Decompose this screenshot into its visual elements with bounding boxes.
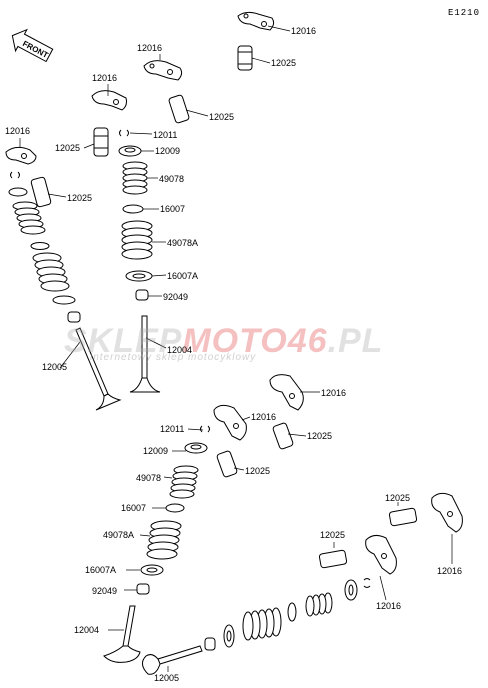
spring-seat-icon — [140, 564, 164, 576]
part-label: 49078 — [136, 473, 162, 483]
watermark-part: SKLEP — [64, 322, 183, 360]
part-label: 12025 — [55, 143, 81, 153]
part-label: 12009 — [155, 146, 181, 156]
part-label: 12016 — [251, 412, 277, 422]
valve-stem-seal-icon — [136, 583, 150, 595]
part-label: 49078A — [103, 530, 135, 540]
spring-seat-icon — [287, 602, 297, 622]
rocker-arm-icon — [143, 60, 183, 81]
part-label: 16007A — [167, 271, 199, 281]
part-label: 12016 — [321, 388, 347, 398]
valve-icon — [103, 605, 141, 663]
part-label: 12016 — [376, 601, 402, 611]
valve-spring-outer-icon — [122, 161, 148, 195]
part-label: 12004 — [74, 625, 100, 635]
tappet-icon — [168, 94, 190, 124]
valve-keeper-icon — [119, 129, 129, 137]
spring-seat-icon — [122, 204, 144, 214]
spring-seat-icon — [125, 270, 153, 282]
part-label: 12025 — [67, 193, 93, 203]
part-label: 12025 — [209, 112, 235, 122]
part-label: 12011 — [153, 130, 178, 140]
front-arrow-icon: FRONT — [11, 28, 54, 63]
spring-retainer-icon — [184, 442, 208, 454]
tappet-icon — [388, 507, 418, 527]
valve-stem-seal-icon — [135, 289, 149, 301]
valve-spring-outer-icon — [305, 592, 333, 617]
part-label: 12025 — [307, 431, 333, 441]
valve-spring-inner-icon — [121, 220, 153, 260]
part-label: 12025 — [320, 530, 346, 540]
part-label: 16007A — [85, 565, 117, 575]
spring-retainer-icon — [344, 579, 358, 601]
tappet-icon — [216, 450, 238, 478]
valve-keeper-icon — [363, 578, 371, 588]
rocker-arm-icon — [5, 146, 37, 165]
part-label: 12004 — [167, 345, 193, 355]
part-label: 49078 — [159, 174, 185, 184]
part-label: 12005 — [154, 673, 180, 683]
valve-spring-inner-icon — [32, 252, 70, 292]
valve-spring-inner-icon — [242, 607, 282, 641]
part-label: 12009 — [143, 446, 169, 456]
part-label: 12016 — [291, 26, 317, 36]
part-label: 12025 — [245, 466, 271, 476]
watermark-part: .PL — [327, 322, 384, 360]
part-label: 12005 — [42, 362, 68, 372]
spring-seat-icon — [30, 242, 50, 250]
tappet-icon — [272, 422, 294, 450]
rocker-arm-icon — [269, 374, 304, 411]
tappet-icon — [93, 127, 109, 157]
part-label: 92049 — [92, 586, 118, 596]
rocker-arm-icon — [213, 404, 247, 441]
valve-icon — [129, 315, 161, 393]
tappet-icon — [237, 45, 253, 71]
rocker-arm-icon — [91, 90, 127, 111]
valve-icon — [75, 327, 122, 411]
spring-retainer-icon — [118, 145, 142, 157]
part-label: 12016 — [92, 73, 118, 83]
part-label: 12011 — [160, 424, 185, 434]
valve-stem-seal-icon — [204, 637, 216, 651]
diagram-code: E1210 — [447, 8, 480, 18]
leader-lines — [19, 25, 453, 672]
valve-stem-seal-icon — [67, 311, 81, 323]
part-label: 12016 — [137, 43, 163, 53]
watermark-tagline: internetowy sklep motocyklowy — [90, 352, 257, 363]
valve-spring-outer-icon — [169, 465, 199, 499]
watermark-part: 46 — [287, 322, 328, 360]
rocker-arm-icon — [365, 534, 397, 575]
valve-keeper-icon — [10, 171, 20, 179]
watermark-logo: SKLEPMOTO46.PL — [64, 322, 383, 361]
tappet-icon — [30, 176, 52, 208]
part-label: 49078A — [167, 238, 199, 248]
spring-seat-icon — [165, 503, 185, 513]
part-label: 12016 — [437, 566, 463, 576]
valve-keeper-icon — [200, 425, 210, 433]
valve-spring-outer-icon — [12, 201, 46, 235]
rocker-arm-icon — [431, 492, 463, 533]
part-label: 92049 — [163, 292, 189, 302]
valve-icon — [142, 645, 203, 675]
part-label: 16007 — [121, 503, 147, 513]
valve-spring-inner-icon — [146, 520, 182, 560]
part-label: 12025 — [271, 58, 297, 68]
spring-retainer-icon — [8, 187, 28, 197]
spring-seat-icon — [223, 624, 235, 648]
rocker-arm-icon — [237, 11, 275, 31]
part-label: 12025 — [385, 493, 411, 503]
spring-seat-icon — [52, 295, 76, 305]
part-label: 16007 — [160, 204, 186, 214]
watermark-part: MOTO — [182, 322, 288, 360]
part-label: 12016 — [5, 126, 31, 136]
tappet-icon — [318, 549, 348, 569]
